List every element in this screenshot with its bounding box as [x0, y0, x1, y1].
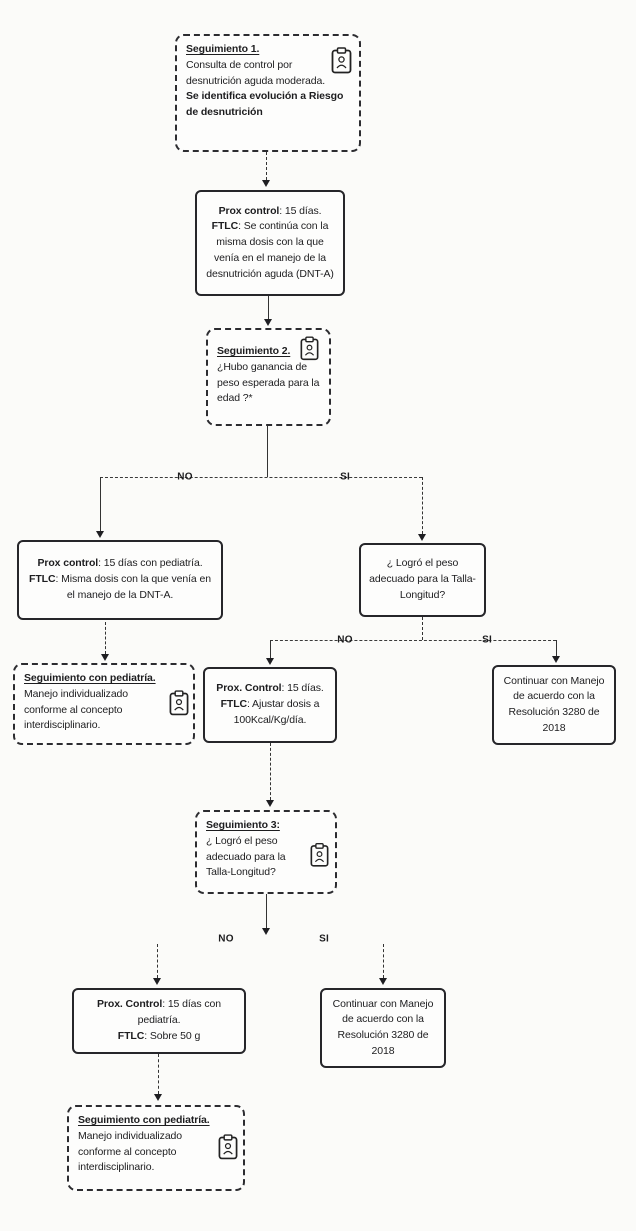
node-line: FTLC: Ajustar dosis a 100Kcal/Kg/día. — [212, 697, 328, 729]
node-seguimiento-1: Seguimiento 1. Consulta de control por d… — [175, 34, 361, 152]
label-no-3: NO — [218, 933, 234, 945]
line-text: : 15 días. — [279, 204, 322, 217]
branch-line — [270, 640, 556, 641]
node-body: ¿ Logró el peso adecuado para la Talla-L… — [369, 557, 476, 601]
arrow-down-icon — [100, 654, 109, 661]
line-text: : Sobre 50 g — [144, 1029, 201, 1042]
node-line: FTLC: Misma dosis con la que venía en el… — [26, 572, 214, 604]
node-line: Prox. Control: 15 días con pediatría. — [81, 997, 237, 1029]
line-text: : 15 días. — [281, 682, 324, 695]
connector-line — [267, 426, 268, 477]
label-si-2: SI — [482, 634, 492, 646]
node-prox-control-pediatria: Prox control: 15 días con pediatría. FTL… — [17, 540, 223, 620]
bold-label: FTLC — [220, 698, 248, 711]
line-text: : Ajustar dosis a 100Kcal/Kg/día. — [233, 698, 320, 726]
connector-line — [270, 640, 271, 658]
node-title: Seguimiento con pediatría. — [24, 672, 156, 684]
node-body: Continuar con Manejo de acuerdo con la R… — [332, 997, 434, 1057]
node-line: FTLC: Se continúa con la misma dosis con… — [204, 219, 336, 282]
node-line: FTLC: Sobre 50 g — [81, 1029, 237, 1045]
node-prox-control-1: Prox control: 15 días. FTLC: Se continúa… — [195, 190, 345, 296]
node-question-talla-longitud: ¿ Logró el peso adecuado para la Talla-L… — [359, 543, 486, 617]
node-resolucion-3280-b: Continuar con Manejo de acuerdo con la R… — [320, 988, 446, 1068]
node-resolucion-3280-a: Continuar con Manejo de acuerdo con la R… — [492, 665, 616, 745]
arrow-down-icon — [417, 534, 426, 541]
clipboard-icon — [300, 336, 319, 361]
node-body: ¿ Logró el peso adecuado para la Talla-L… — [206, 834, 286, 879]
clipboard-icon — [169, 690, 189, 716]
bold-label: Prox. Control — [216, 682, 282, 695]
arrow-down-icon — [378, 978, 387, 985]
node-prox-control-ajuste: Prox. Control: 15 días. FTLC: Ajustar do… — [203, 667, 337, 743]
node-seguimiento-pediatria-2: Seguimiento con pediatría. Manejo indivi… — [67, 1105, 245, 1191]
line-text: : 15 días con pediatría. — [137, 998, 222, 1027]
label-si-3: SI — [319, 933, 329, 945]
node-seguimiento-2: Seguimiento 2. ¿Hubo ganancia de peso es… — [206, 328, 331, 426]
arrow-down-icon — [261, 928, 270, 935]
arrow-down-icon — [153, 1094, 162, 1101]
arrow-down-icon — [152, 978, 161, 985]
arrow-down-icon — [265, 658, 274, 665]
line-text: : Misma dosis con la que venía en el man… — [55, 573, 211, 601]
clipboard-icon — [331, 47, 352, 74]
bold-label: FTLC — [117, 1029, 145, 1042]
node-line: Prox control: 15 días. — [204, 204, 336, 220]
node-body: Consulta de control por desnutrición agu… — [186, 58, 326, 87]
node-title: Seguimiento 1. — [186, 43, 260, 55]
arrow-down-icon — [551, 656, 560, 663]
connector-line — [100, 477, 101, 531]
bold-label: FTLC — [29, 573, 56, 586]
bold-label: FTLC — [211, 220, 239, 233]
arrow-down-icon — [265, 800, 274, 807]
node-body: Manejo individualizado conforme al conce… — [24, 687, 129, 732]
node-title: Seguimiento 2. — [217, 345, 291, 357]
label-no-2: NO — [337, 634, 353, 646]
line-text: : Se continúa con la misma dosis con la … — [206, 220, 334, 280]
label-no-1: NO — [177, 471, 193, 483]
connector-line — [422, 477, 423, 534]
branch-line — [100, 477, 422, 478]
connector-line — [266, 894, 267, 928]
node-seguimiento-3: Seguimiento 3: ¿ Logró el peso adecuado … — [195, 810, 337, 894]
node-line: Prox. Control: 15 días. — [212, 681, 328, 697]
connector-line — [270, 743, 271, 800]
bold-label: Prox control — [37, 557, 99, 570]
bold-label: Prox. Control — [96, 998, 163, 1011]
clipboard-icon — [310, 842, 329, 868]
node-title: Seguimiento 3: — [206, 819, 280, 831]
connector-line — [157, 944, 158, 978]
arrow-down-icon — [261, 180, 270, 187]
connector-line — [105, 622, 106, 654]
connector-line — [422, 617, 423, 640]
node-title: Seguimiento con pediatría. — [78, 1114, 210, 1126]
node-seguimiento-pediatria-1: Seguimiento con pediatría. Manejo indivi… — [13, 663, 195, 745]
connector-line — [556, 640, 557, 656]
connector-line — [383, 944, 384, 978]
arrow-down-icon — [95, 531, 104, 538]
node-body: Manejo individualizado conforme al conce… — [78, 1129, 183, 1174]
label-si-1: SI — [340, 471, 350, 483]
clipboard-icon — [218, 1134, 238, 1160]
arrow-down-icon — [263, 319, 272, 326]
node-emphasis: Se identifica evolución a Riesgo de desn… — [186, 90, 344, 118]
node-prox-control-sobre: Prox. Control: 15 días con pediatría. FT… — [72, 988, 246, 1054]
node-line: Prox control: 15 días con pediatría. — [26, 556, 214, 572]
connector-line — [158, 1054, 159, 1094]
node-body: Continuar con Manejo de acuerdo con la R… — [503, 674, 605, 734]
connector-line — [268, 296, 269, 319]
node-body: ¿Hubo ganancia de peso esperada para la … — [217, 360, 320, 405]
line-text: : 15 días con pediatría. — [98, 557, 203, 570]
bold-label: Prox control — [218, 204, 280, 217]
connector-line — [266, 152, 267, 180]
